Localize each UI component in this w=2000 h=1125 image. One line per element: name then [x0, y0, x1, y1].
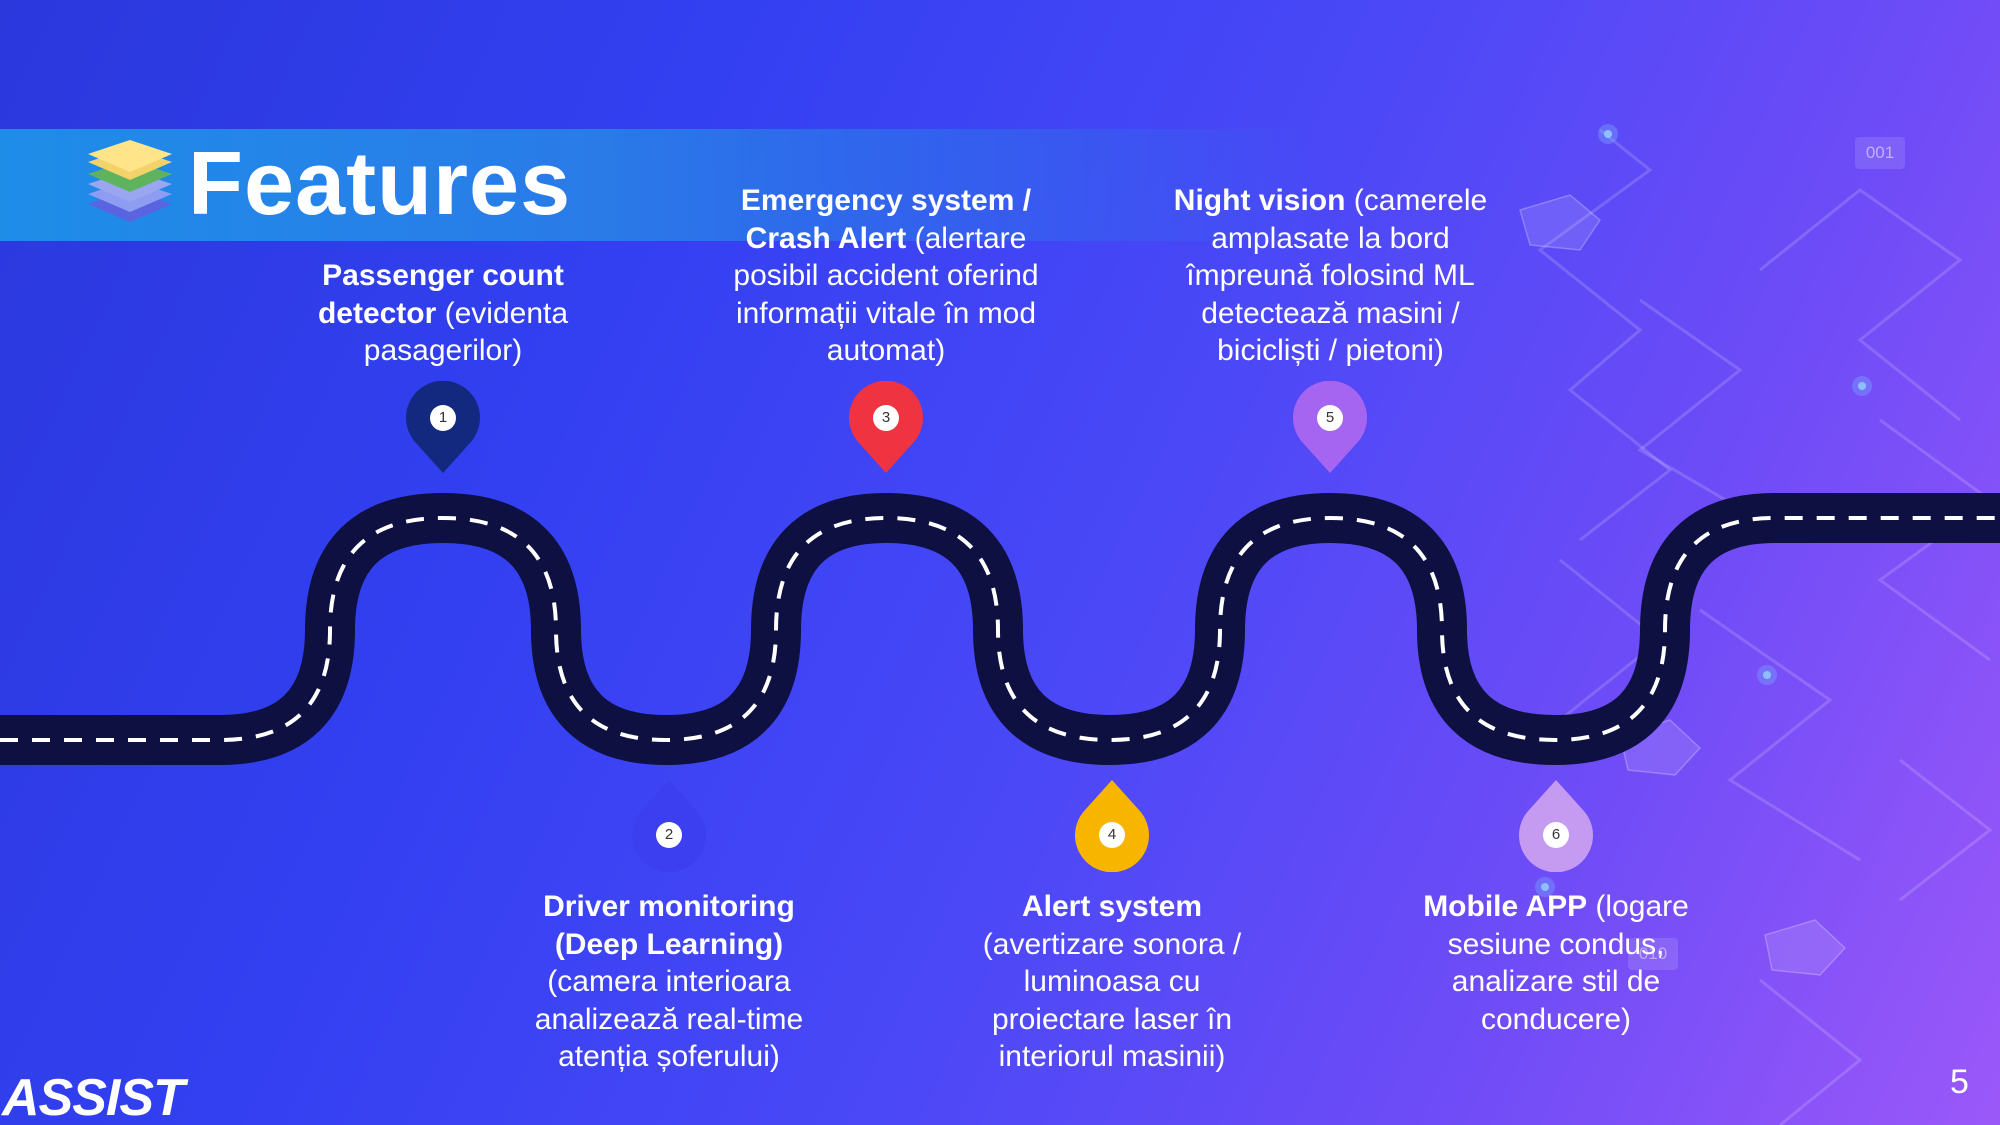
- pin-marker-1: 1: [406, 380, 480, 475]
- feature-desc: (alertare posibil accident oferind infor…: [733, 221, 1039, 368]
- pin-number: 5: [1317, 405, 1343, 431]
- pin-number: 6: [1543, 822, 1569, 848]
- feature-desc: (logare sesiune condus, analizare stil d…: [1447, 890, 1689, 1036]
- feature-desc: (camerele amplasate la bord împreună fol…: [1186, 184, 1488, 367]
- feature-title: Emergency system / Crash Alert: [740, 184, 1032, 255]
- pin-number: 3: [873, 405, 899, 431]
- feature-emergency-system: Emergency system / Crash Alert (alertare…: [700, 182, 1072, 370]
- pin-number: 2: [656, 822, 682, 848]
- feature-mobile-app: Mobile APP (logare sesiune condus, anali…: [1396, 888, 1716, 1038]
- feature-passenger-count: Passenger count detector (evidenta pasag…: [273, 257, 613, 370]
- feature-desc: (evidenta pasagerilor): [363, 296, 569, 368]
- feature-driver-monitoring: Driver monitoring (Deep Learning) (camer…: [510, 888, 828, 1076]
- pin-marker-6: 6: [1519, 778, 1593, 873]
- pin-number: 1: [430, 405, 456, 431]
- title-banner: [0, 129, 1320, 241]
- layers-icon: [88, 140, 172, 222]
- feature-title: Night vision: [1173, 184, 1346, 217]
- code-tag: 010: [1628, 938, 1678, 970]
- feature-desc: (avertizare sonora / luminoasa cu proiec…: [982, 927, 1242, 1074]
- feature-desc: (camera interioara analizează real-time …: [534, 965, 804, 1073]
- page-title: Features: [188, 134, 572, 234]
- code-tag: 001: [1855, 137, 1905, 169]
- pin-marker-5: 5: [1293, 380, 1367, 475]
- feature-alert-system: Alert system (avertizare sonora / lumino…: [962, 888, 1262, 1076]
- brand-logo: ASSIST: [2, 1069, 185, 1125]
- page-number: 5: [1950, 1063, 1969, 1101]
- feature-title: Passenger count detector: [317, 259, 564, 330]
- feature-title: Mobile APP: [1423, 890, 1588, 923]
- pin-marker-3: 3: [849, 380, 923, 475]
- feature-title: Driver monitoring (Deep Learning): [543, 890, 795, 961]
- pin-number: 4: [1099, 822, 1125, 848]
- feature-title: Alert system: [1021, 890, 1203, 923]
- feature-night-vision: Night vision (camerele amplasate la bord…: [1158, 182, 1503, 370]
- pin-marker-4: 4: [1075, 778, 1149, 873]
- pin-marker-2: 2: [632, 778, 706, 873]
